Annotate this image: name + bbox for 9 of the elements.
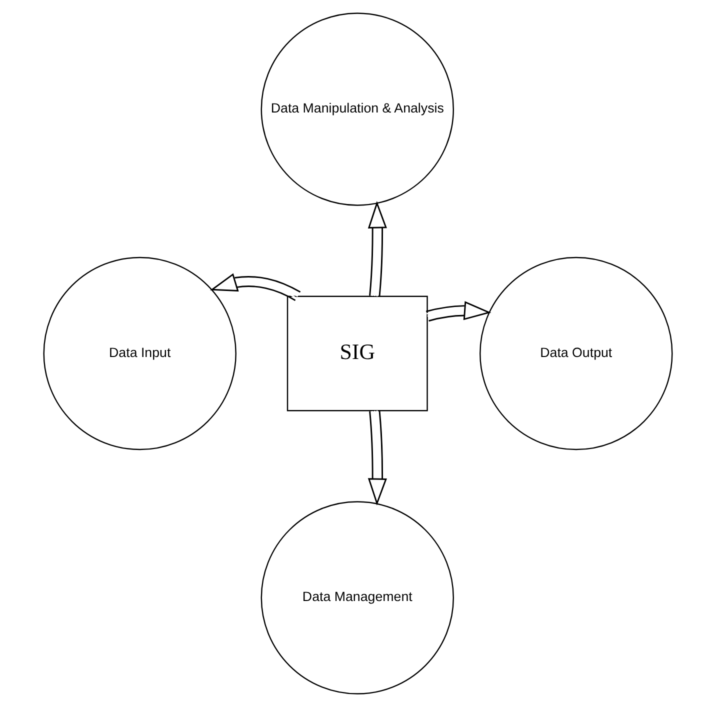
arrow: [367, 201, 386, 297]
node-circle: Data Input: [42, 256, 236, 450]
node-circle: Data Manipulation & Analysis: [260, 12, 454, 206]
arrow: [367, 410, 386, 506]
arrow: [209, 273, 300, 302]
node-circle: Data Management: [260, 501, 454, 694]
arrow: [425, 301, 491, 322]
node-circle: Data Output: [479, 256, 672, 450]
node-box: SIG: [286, 296, 428, 412]
